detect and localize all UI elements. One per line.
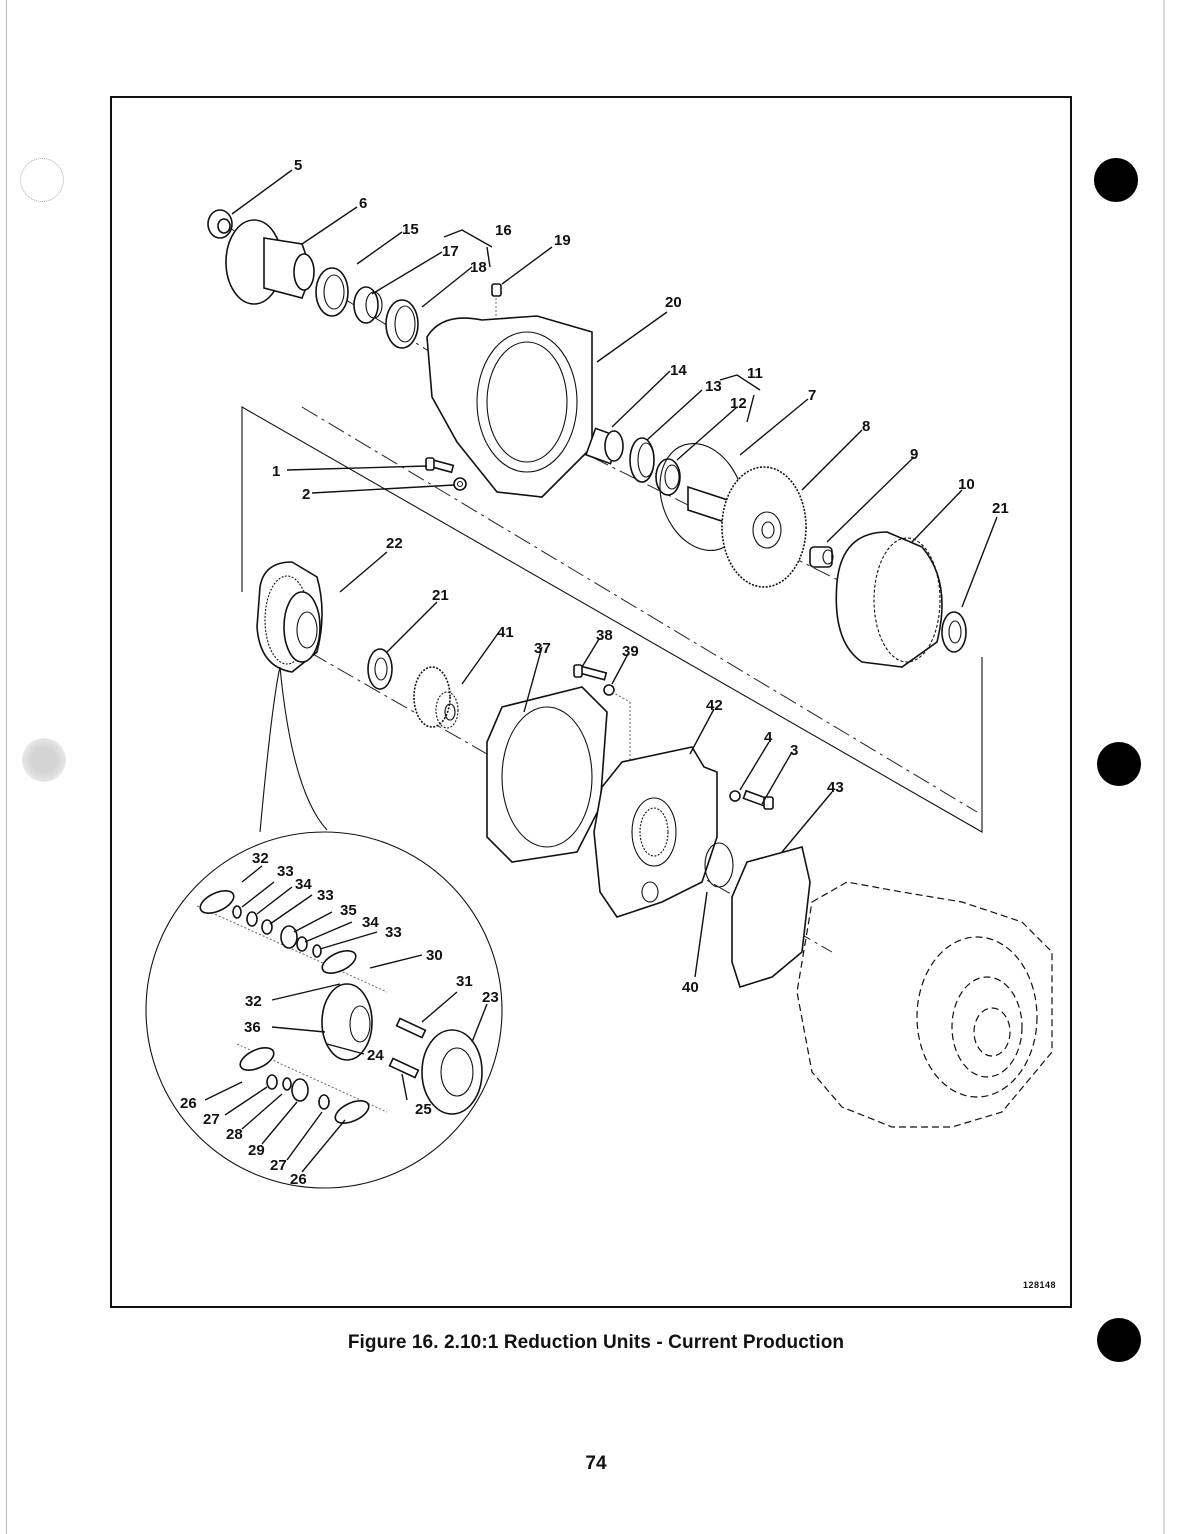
callout-13: 13 (705, 378, 722, 395)
callout-15: 15 (402, 221, 419, 238)
part-4-washer (729, 790, 741, 802)
callout-36: 36 (244, 1019, 261, 1036)
callout-3: 3 (790, 742, 798, 759)
binder-hole-ghost-middle (22, 738, 66, 782)
callout-32-top: 32 (252, 850, 269, 867)
part-14-bushing (584, 427, 624, 465)
callout-14: 14 (670, 362, 687, 379)
callout-12: 12 (730, 395, 747, 412)
callout-34-a: 34 (295, 876, 312, 893)
callout-39: 39 (622, 643, 639, 660)
callout-26-left: 26 (180, 1095, 197, 1112)
callout-8: 8 (862, 418, 870, 435)
transmission-phantom-outline (796, 881, 1053, 1128)
figure-caption: Figure 16. 2.10:1 Reduction Units - Curr… (347, 1332, 845, 1353)
callout-40: 40 (682, 979, 699, 996)
callout-42: 42 (706, 697, 723, 714)
binder-hole-top (1094, 158, 1138, 202)
part-15-seal (315, 267, 349, 317)
callout-22: 22 (386, 535, 403, 552)
part-13-bearing-cup (629, 437, 655, 483)
part-1-bolt (425, 457, 455, 474)
callout-21-left: 21 (432, 587, 449, 604)
part-41-sun-gear (413, 666, 459, 729)
callout-35: 35 (340, 902, 357, 919)
callout-20: 20 (665, 294, 682, 311)
part-20-housing (426, 315, 593, 498)
exploded-parts-diagram: 5 6 15 16 17 18 19 20 14 11 13 12 7 8 9 … (145, 157, 1053, 1189)
page-number: 74 (585, 1453, 607, 1474)
figure-id: 128148 (1022, 1280, 1056, 1290)
callout-11: 11 (747, 365, 763, 382)
callout-4: 4 (764, 729, 773, 746)
part-38-bolt (573, 664, 608, 681)
part-40-o-ring (704, 842, 734, 888)
part-6-flange (225, 219, 315, 305)
part-39-washer (603, 684, 615, 696)
callout-5: 5 (294, 157, 302, 174)
callout-2: 2 (302, 486, 310, 503)
callout-21-right: 21 (992, 500, 1009, 517)
callout-6: 6 (359, 195, 367, 212)
scan-edge-left (6, 0, 7, 1534)
part-42-cover-plate (593, 746, 718, 918)
callout-37: 37 (534, 640, 551, 657)
part-8-gear-shaft (687, 466, 807, 588)
callout-23: 23 (482, 989, 499, 1006)
callout-9: 9 (910, 446, 918, 463)
bracket-axis (301, 406, 978, 813)
callout-24: 24 (367, 1047, 384, 1064)
part-5-nut (207, 209, 233, 239)
scan-edge-right (1163, 0, 1165, 1534)
callout-32-bottom: 32 (245, 993, 262, 1010)
part-43-gasket (731, 846, 811, 989)
figure-frame: 5 6 15 16 17 18 19 20 14 11 13 12 7 8 9 … (110, 96, 1072, 1308)
callout-26-right: 26 (290, 1171, 307, 1188)
callout-28: 28 (226, 1126, 243, 1143)
part-37-gasket-inner (501, 706, 593, 848)
callout-17: 17 (442, 243, 459, 260)
assembly-bracket (241, 406, 983, 833)
callout-27-left: 27 (203, 1111, 220, 1128)
callout-27-right: 27 (270, 1157, 287, 1174)
part-22-planet-carrier (256, 561, 323, 673)
part-10-ring-gear (835, 531, 943, 668)
part-2-washer (453, 477, 467, 491)
callout-33-b: 33 (317, 887, 334, 904)
callout-25: 25 (415, 1101, 432, 1118)
callout-16: 16 (495, 222, 512, 239)
part-12-bearing-cone (655, 458, 681, 496)
callout-31: 31 (456, 973, 473, 990)
callout-7: 7 (808, 387, 816, 404)
callout-38: 38 (596, 627, 613, 644)
part-18-bearing-cup (385, 299, 419, 349)
callout-19: 19 (554, 232, 571, 249)
callout-18: 18 (470, 259, 487, 276)
callout-34-b: 34 (362, 914, 379, 931)
callout-33-c: 33 (385, 924, 402, 941)
detail-bubble (145, 831, 503, 1189)
callout-29: 29 (248, 1142, 265, 1159)
binder-hole-bottom (1097, 1318, 1141, 1362)
binder-hole-ghost-top (20, 158, 64, 202)
binder-hole-middle (1097, 742, 1141, 786)
part-21-thrust-washer-right (941, 611, 967, 653)
part-37-gasket (486, 686, 608, 863)
part-3-bolt (742, 789, 774, 810)
detail-bubble-pointer (259, 666, 328, 833)
callout-41: 41 (497, 624, 514, 641)
part-9-spacer (809, 546, 834, 568)
callout-43: 43 (827, 779, 844, 796)
detail-planet-gear-exploded (196, 890, 483, 1124)
part-17-bearing-cone (353, 286, 383, 324)
part-21-thrust-washer-left (367, 648, 393, 690)
callout-1: 1 (272, 463, 280, 480)
callout-33-a: 33 (277, 863, 294, 880)
callout-10: 10 (958, 476, 975, 493)
callout-30: 30 (426, 947, 443, 964)
leader-lines (204, 169, 998, 1173)
